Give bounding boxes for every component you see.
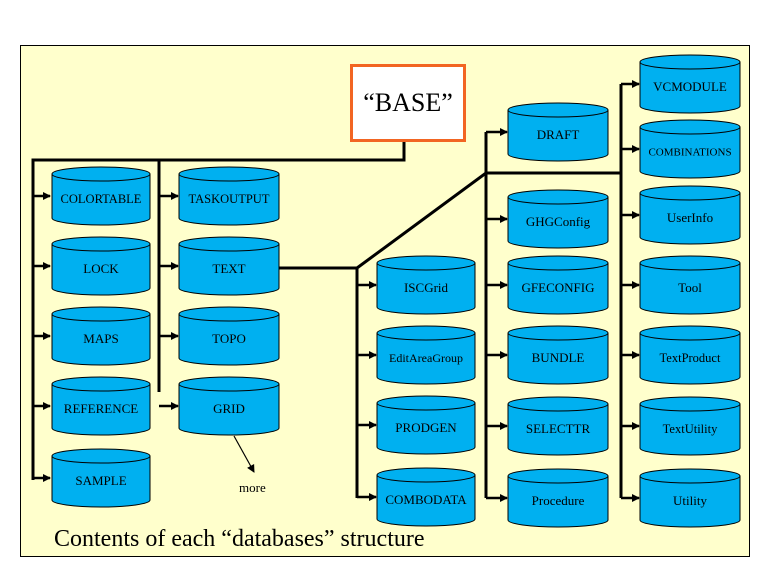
database-label: COLORTABLE bbox=[61, 192, 142, 206]
database-label: TEXT bbox=[212, 261, 245, 276]
database-cylinder: TOPO bbox=[178, 306, 280, 366]
more-arrow bbox=[233, 435, 255, 473]
database-label: GRID bbox=[213, 401, 245, 416]
database-label: VCMODULE bbox=[653, 79, 727, 94]
database-label: DRAFT bbox=[537, 127, 580, 142]
database-cylinder: LOCK bbox=[51, 236, 151, 296]
database-label: ISCGrid bbox=[404, 280, 449, 295]
database-cylinder: COMBINATIONS bbox=[639, 119, 741, 179]
database-cylinder: COMBODATA bbox=[376, 467, 476, 527]
text-branch-line bbox=[275, 266, 359, 498]
database-cylinder: GFECONFIG bbox=[507, 255, 609, 315]
database-label: SELECTTR bbox=[526, 421, 591, 436]
database-cylinder: GHGConfig bbox=[507, 189, 609, 249]
database-label: Utility bbox=[673, 493, 707, 508]
database-cylinder: BUNDLE bbox=[507, 325, 609, 385]
database-label: TextUtility bbox=[663, 422, 718, 436]
database-cylinder: MAPS bbox=[51, 306, 151, 366]
database-cylinder: GRID bbox=[178, 376, 280, 436]
database-label: GFECONFIG bbox=[522, 280, 595, 295]
database-cylinder: Procedure bbox=[507, 468, 609, 528]
database-cylinder: TextProduct bbox=[639, 325, 741, 385]
database-label: EditAreaGroup bbox=[389, 351, 463, 365]
database-cylinder: EditAreaGroup bbox=[376, 325, 476, 385]
database-cylinder: DRAFT bbox=[507, 102, 609, 162]
database-cylinder: VCMODULE bbox=[639, 54, 741, 114]
base-trunk-line bbox=[31, 142, 406, 480]
database-label: LOCK bbox=[83, 261, 119, 276]
database-cylinder: SAMPLE bbox=[51, 448, 151, 508]
database-label: TOPO bbox=[212, 331, 246, 346]
database-cylinder: TASKOUTPUT bbox=[178, 166, 280, 226]
database-label: BUNDLE bbox=[532, 350, 585, 365]
database-cylinder: TEXT bbox=[178, 236, 280, 296]
base-label: “BASE” bbox=[363, 88, 453, 117]
database-label: SAMPLE bbox=[75, 473, 126, 488]
database-label: TASKOUTPUT bbox=[189, 192, 270, 206]
database-label: MAPS bbox=[83, 331, 118, 346]
database-label: GHGConfig bbox=[526, 214, 591, 229]
database-label: TextProduct bbox=[660, 351, 721, 365]
database-cylinder: Tool bbox=[639, 255, 741, 315]
database-cylinder: COLORTABLE bbox=[51, 166, 151, 226]
database-label: COMBODATA bbox=[385, 492, 467, 507]
database-cylinder: REFERENCE bbox=[51, 376, 151, 436]
database-label: UserInfo bbox=[667, 210, 713, 225]
database-cylinder: UserInfo bbox=[639, 185, 741, 245]
database-cylinder: ISCGrid bbox=[376, 255, 476, 315]
base-box: “BASE” bbox=[350, 64, 466, 142]
caption: Contents of each “databases” structure bbox=[54, 526, 425, 552]
more-label: more bbox=[239, 480, 266, 495]
database-label: REFERENCE bbox=[64, 401, 138, 416]
database-cylinder: PRODGEN bbox=[376, 395, 476, 455]
database-cylinder: TextUtility bbox=[639, 396, 741, 456]
database-label: Tool bbox=[678, 280, 702, 295]
database-label: PRODGEN bbox=[395, 420, 457, 435]
database-cylinder: SELECTTR bbox=[507, 396, 609, 456]
database-cylinder: Utility bbox=[639, 468, 741, 528]
database-label: COMBINATIONS bbox=[648, 147, 731, 159]
database-label: Procedure bbox=[532, 493, 585, 508]
